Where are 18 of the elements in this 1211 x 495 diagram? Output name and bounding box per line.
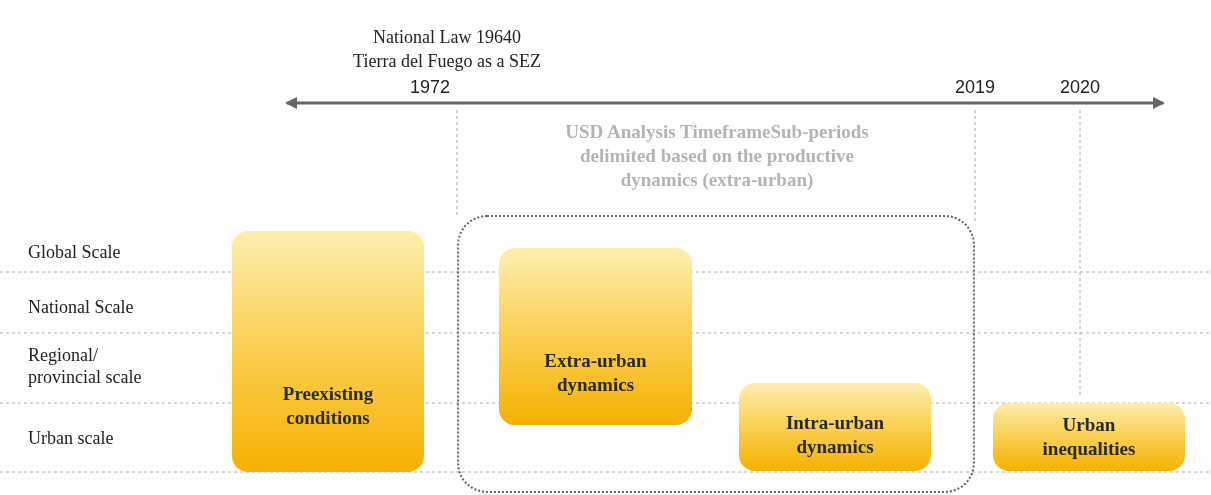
scale-label: National Scale: [28, 296, 135, 318]
scale-label: Global Scale: [28, 241, 122, 263]
period-box: [232, 231, 424, 472]
scale-label: Urban scale: [28, 427, 115, 449]
year-label: 2019: [953, 76, 996, 98]
period-box: [499, 248, 692, 425]
box-text: Extra-urban dynamics: [543, 349, 648, 397]
note-text: Tierra del Fuego as a SEZ: [352, 50, 542, 72]
year-label: 1972: [408, 76, 451, 98]
period-box: [739, 383, 931, 471]
year-label: 2020: [1058, 76, 1101, 98]
scale-label: Regional/ provincial scale: [28, 344, 143, 388]
box-text: Urban inequalities: [1041, 413, 1137, 461]
note-text: National Law 19640: [372, 26, 522, 48]
heading-text: USD Analysis TimeframeSub-periods delimited based on the productive dynamics (extra-urban): [564, 120, 870, 192]
period-box: [993, 403, 1185, 471]
box-text: Preexisting conditions: [281, 382, 375, 430]
box-text: Intra-urban dynamics: [784, 411, 886, 459]
